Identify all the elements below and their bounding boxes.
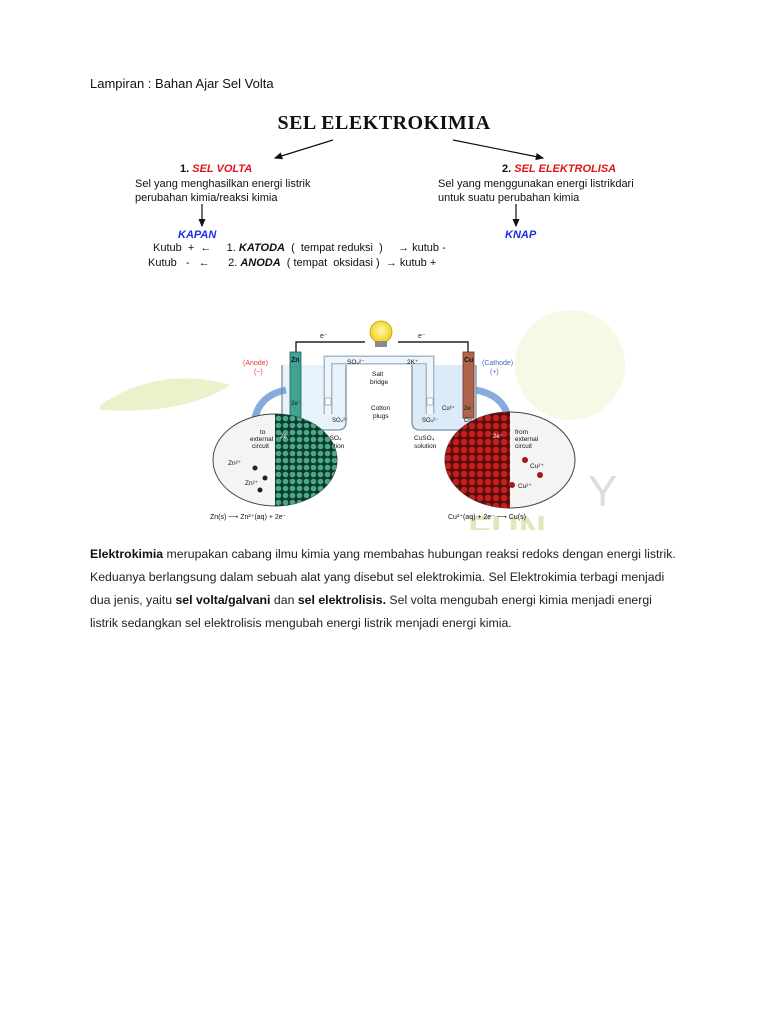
- sel-elektrolisa-description: Sel yang menggunakan energi listrikdari …: [438, 177, 634, 205]
- circle-2e-left: 2e⁻: [280, 434, 290, 440]
- anode-sign: (−): [254, 369, 263, 376]
- bulb-base: [375, 341, 387, 347]
- from-label-1: from: [515, 429, 528, 436]
- sel-elektrolisa-desc-line2: untuk suatu perubahan kimia: [438, 192, 580, 204]
- cuso4-label-2: solution: [414, 443, 437, 450]
- light-bulb-icon: [369, 320, 393, 344]
- watermark-leaf: [100, 378, 230, 411]
- to-label-3: circuit: [252, 443, 269, 450]
- intro-paragraph: Elektrokimia merupakan cabang ilmu kimia…: [90, 543, 680, 635]
- zn-electrode-label: Zn: [291, 357, 300, 364]
- galvanic-cell-figure: FUN Y e⁻ e⁻ Zn Cu (Anode) (−) (Cathode) …: [100, 310, 625, 530]
- cu-electrode-label: Cu: [464, 357, 473, 364]
- sel-volta-heading: 1. SEL VOLTA: [180, 163, 252, 175]
- kutub-row-anoda-post: ( tempat oksidasi ) → kutub +: [280, 257, 437, 269]
- cotton-plug-left: [324, 397, 332, 406]
- salt-bridge-label-2: bridge: [370, 379, 388, 386]
- kutub-row-anoda-pre: Kutub - ← 2.: [148, 257, 238, 269]
- paragraph-text-2: dan: [270, 593, 298, 607]
- katoda-term: KATODA: [238, 242, 285, 254]
- zoom-arrow-left: [251, 386, 287, 419]
- right-cu2-label: Cu²⁺: [442, 405, 455, 412]
- electron-label-right: e⁻: [418, 333, 426, 340]
- to-label-1: to: [260, 429, 266, 436]
- cotton-label-1: Cotton: [371, 405, 391, 412]
- kutub-row-katoda: Kutub + ← 1. KATODA ( tempat reduksi ) →…: [153, 242, 446, 254]
- paragraph-text-1: merupakan cabang ilmu kimia yang membaha…: [90, 547, 676, 607]
- attachment-caption: Lampiran : Bahan Ajar Sel Volta: [90, 76, 274, 91]
- circle-zn2-b: Zn²⁺: [245, 480, 259, 487]
- left-2e-label: 2e⁻: [291, 401, 301, 407]
- cotton-plug-right: [426, 397, 434, 406]
- anoda-term: ANODA: [240, 257, 281, 269]
- sel-volta-desc-line1: Sel yang menghasilkan energi listrik: [135, 178, 311, 190]
- k-top-label: 2K⁺: [407, 359, 419, 366]
- electron-label-left: e⁻: [320, 333, 328, 340]
- term-elektrokimia: Elektrokimia: [90, 547, 164, 561]
- arrow-to-sel-volta: [273, 139, 334, 160]
- right-cu-label: Cu: [464, 418, 472, 424]
- arrow-to-sel-elektrolisa: [452, 139, 545, 161]
- right-2e-label: 2e⁻: [464, 406, 474, 412]
- watermark-blob: [515, 310, 625, 420]
- sel-volta-name: SEL VOLTA: [192, 163, 253, 175]
- copper-electrode: [462, 351, 475, 419]
- znso4-label-1: ZnSO₄: [322, 435, 342, 442]
- kutub-row-katoda-pre: Kutub + ← 1.: [153, 242, 236, 254]
- knap-mnemonic: KNAP: [505, 229, 537, 241]
- sel-elektrolisa-desc-line1: Sel yang menggunakan energi listrikdari: [438, 178, 634, 190]
- kapan-mnemonic: KAPAN: [178, 229, 217, 241]
- watermark-letter-y: Y: [588, 467, 617, 516]
- salt-bridge-label-1: Salt: [372, 371, 383, 378]
- from-label-3: circuit: [515, 443, 532, 450]
- circle-zn2-a: Zn²⁺: [228, 460, 242, 467]
- page-title: SEL ELEKTROKIMIA: [277, 112, 491, 134]
- cathode-label: (Cathode): [482, 360, 513, 367]
- cuso4-label-1: CuSO₄: [414, 435, 435, 442]
- term-sel-elektrolisis: sel elektrolisis.: [297, 593, 387, 607]
- cotton-label-2: plugs: [373, 413, 389, 420]
- left-so4-label: SO₄²⁻: [332, 418, 348, 424]
- sel-elektrolisa-name: SEL ELEKTROLISA: [514, 163, 617, 175]
- anode-half-reaction: Zn(s) ⟶ Zn²⁺(aq) + 2e⁻: [210, 514, 287, 521]
- cathode-sign: (+): [490, 369, 499, 376]
- circle-cu2-a: Cu²⁺: [530, 463, 544, 470]
- circle-cu2-b: Cu²⁺: [518, 483, 532, 490]
- sel-volta-desc-line2: perubahan kimia/reaksi kimia: [135, 192, 278, 204]
- circle-2e-right: 2e⁻: [493, 434, 503, 440]
- sel-elektrolisa-number: 2.: [502, 163, 512, 175]
- concept-map-arrows: [198, 139, 545, 228]
- kutub-row-katoda-post: ( tempat reduksi ) → kutub -: [284, 242, 446, 254]
- right-so4-label: SO₄²⁻: [422, 418, 438, 424]
- from-label-2: external: [515, 436, 539, 443]
- to-label-2: external: [250, 436, 274, 443]
- anode-label: (Anode): [243, 360, 268, 367]
- so4-top-label: SO₄²⁻: [347, 359, 365, 366]
- term-sel-volta-galvani: sel volta/galvani: [175, 593, 271, 607]
- watermark-text: FUN: [468, 509, 546, 530]
- kutub-row-anoda: Kutub - ← 2. ANODA ( tempat oksidasi ) →…: [148, 257, 436, 269]
- paragraph-text-3: Sel volta mengubah energi kimia menjadi …: [90, 593, 652, 630]
- sel-elektrolisa-heading: 2. SEL ELEKTROLISA: [502, 163, 616, 175]
- sel-volta-number: 1.: [180, 163, 190, 175]
- cathode-half-reaction: Cu²⁺(aq) + 2e⁻ ⟶ Cu(s): [448, 514, 526, 521]
- sel-volta-description: Sel yang menghasilkan energi listrik per…: [135, 177, 310, 205]
